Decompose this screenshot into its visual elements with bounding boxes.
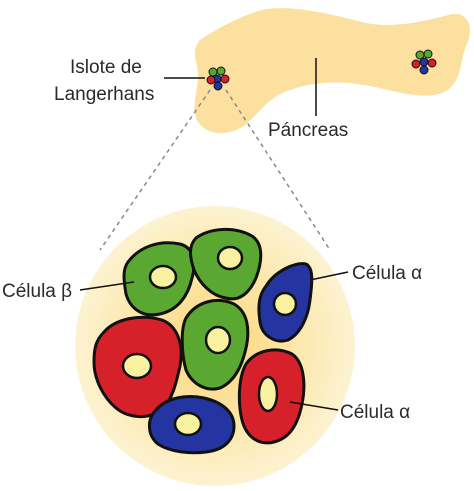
alpha-cell-top-label: Célula α bbox=[352, 263, 422, 284]
islet-small-left bbox=[206, 66, 230, 91]
beta-cell-leader-line bbox=[79, 281, 135, 291]
red-cell-2 bbox=[237, 348, 306, 445]
beta-cell-2 bbox=[189, 228, 263, 301]
alpha-cell-2 bbox=[148, 395, 236, 455]
alpha-cell-top-leader-line bbox=[309, 271, 349, 281]
zoom-line-left bbox=[99, 89, 211, 251]
islet-small-right bbox=[411, 49, 437, 75]
islet-label-line1: Islote de bbox=[70, 57, 142, 78]
pancreas-label: Páncreas bbox=[268, 120, 348, 141]
alpha-cell-bottom-label: Célula α bbox=[340, 402, 410, 423]
beta-cell-label: Célula β bbox=[2, 281, 72, 302]
beta-cell-3 bbox=[180, 299, 250, 391]
beta-cell-1 bbox=[122, 241, 196, 317]
pancreas-shape bbox=[194, 8, 470, 134]
alpha-cell-1 bbox=[257, 262, 314, 343]
islet-label-line2: Langerhans bbox=[54, 84, 154, 105]
alpha-cell-bottom-leader-line bbox=[289, 401, 339, 411]
